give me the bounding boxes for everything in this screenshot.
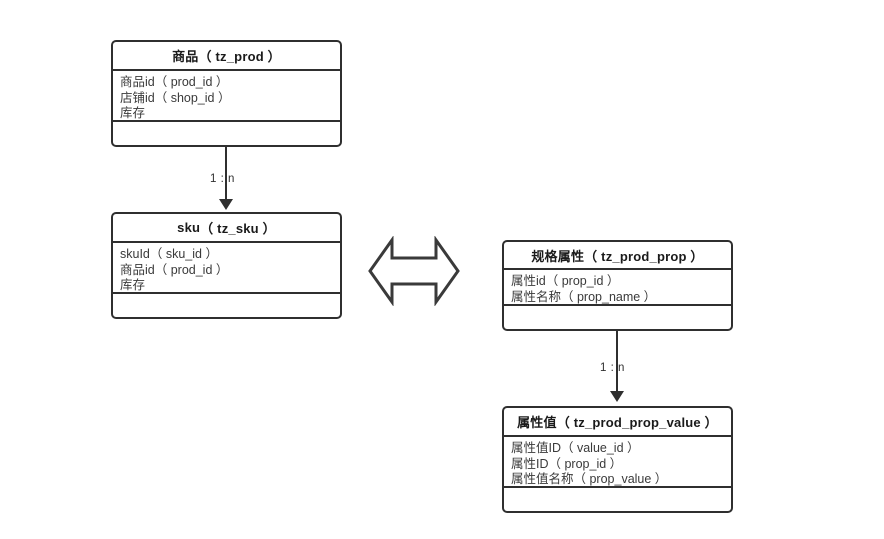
entity-code-text-prod-prop: （ tz_prod_prop ） [584,248,704,264]
attribute-row: 店铺id（ shop_id ） [120,90,231,105]
entity-attributes-sku: skuId（ sku_id ） 商品id（ prod_id ） 库存 [113,243,340,294]
entity-title-sku: sku（ tz_sku ） [113,214,340,243]
entity-attributes-prod: 商品id（ prod_id ） 店铺id（ shop_id ） 库存 [113,71,340,122]
arrow-head-icon [219,199,233,210]
attribute-row: 属性值ID（ value_id ） [511,441,640,455]
attribute-row: skuId（ sku_id ） [120,247,218,261]
entity-attributes-prod-prop-value: 属性值ID（ value_id ） 属性ID（ prop_id ） 属性值名称（… [504,437,731,488]
entity-box-prod-prop-value[interactable]: 属性值（ tz_prod_prop_value ） 属性值ID（ value_i… [502,406,733,513]
entity-code-text-prod: （ tz_prod ） [198,49,281,64]
entity-title-text-prod-prop: 规格属性 [531,248,585,264]
attribute-row: 商品id（ prod_id ） [120,75,229,89]
attribute-row: 库存 [120,106,146,120]
entity-box-prod[interactable]: 商品（ tz_prod ） 商品id（ prod_id ） 店铺id（ shop… [111,40,342,147]
entity-box-prod-prop[interactable]: 规格属性（ tz_prod_prop ） 属性id（ prop_id ） 属性名… [502,240,733,331]
attribute-row: 库存 [120,278,146,292]
entity-title-text-prod: 商品 [172,49,199,64]
entity-footer-prod-prop-value [504,488,731,511]
entity-box-sku[interactable]: sku（ tz_sku ） skuId（ sku_id ） 商品id（ prod… [111,212,342,319]
entity-title-prod-prop: 规格属性（ tz_prod_prop ） [504,242,731,270]
entity-title-prod-prop-value: 属性值（ tz_prod_prop_value ） [504,408,731,437]
connector-line [225,147,227,200]
attribute-row: 商品id（ prod_id ） [120,262,229,277]
attribute-row: 属性值名称（ prop_value ） [511,472,668,486]
entity-title-text-prod-prop-value: 属性值 [517,415,557,430]
entity-title-text-sku: sku [177,220,201,235]
entity-attributes-prod-prop: 属性id（ prop_id ） 属性名称（ prop_name ） [504,270,731,306]
attribute-row: 属性ID（ prop_id ） [511,456,623,471]
entity-title-prod: 商品（ tz_prod ） [113,42,340,71]
double-headed-arrow-icon [366,236,462,306]
connector-line [616,331,618,392]
entity-code-text-sku: （ tz_sku ） [200,221,276,236]
relationship-label: 1 : n [600,362,625,374]
attribute-row: 属性id（ prop_id ） [511,274,620,288]
entity-code-text-prod-prop-value: （ tz_prod_prop_value ） [556,415,718,430]
attribute-row: 属性名称（ prop_name ） [511,289,657,304]
relationship-label: 1 : n [210,173,235,185]
arrow-head-icon [610,391,624,402]
